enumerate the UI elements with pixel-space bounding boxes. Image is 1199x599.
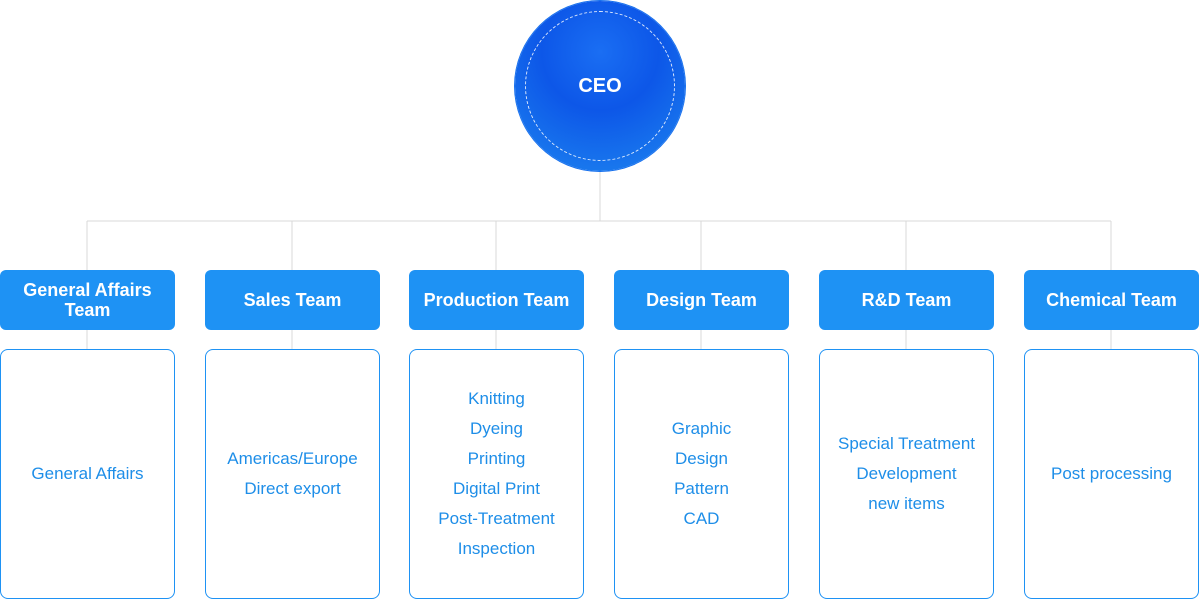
duty-item: Printing	[467, 449, 526, 468]
team-title: Chemical Team	[1024, 270, 1199, 330]
duty-item: Post-Treatment	[438, 509, 555, 528]
duty-item: Special Treatment	[837, 434, 975, 453]
team-duties-box: Americas/Europe Direct export	[205, 349, 380, 599]
duty-item: Pattern	[674, 479, 729, 498]
duty-item: Development	[856, 464, 957, 483]
team-title: Design Team	[614, 270, 789, 330]
duty-item: Post processing	[1051, 464, 1172, 483]
team-title: Sales Team	[205, 270, 380, 330]
team-duties-box: Post processing	[1024, 349, 1199, 599]
team-duties-box: Graphic Design Pattern CAD	[614, 349, 789, 599]
duty-item: Inspection	[457, 539, 536, 558]
team-duties-box: Knitting Dyeing Printing Digital Print P…	[409, 349, 584, 599]
duty-item: Design	[675, 449, 728, 468]
duty-item: General Affairs	[31, 464, 144, 483]
team-title: Production Team	[409, 270, 584, 330]
team-title: R&D Team	[819, 270, 994, 330]
ceo-label: CEO	[578, 74, 622, 97]
duty-item: Dyeing	[470, 419, 523, 438]
ceo-dashed-ring	[525, 11, 675, 161]
duty-item: new items	[868, 494, 945, 513]
ceo-node: CEO	[515, 1, 685, 171]
duty-item: Americas/Europe	[227, 449, 358, 468]
duty-item: Direct export	[244, 479, 341, 498]
team-duties-box: General Affairs	[0, 349, 175, 599]
duty-item: Graphic	[671, 419, 732, 438]
team-title: General Affairs Team	[0, 270, 175, 330]
duty-item: Digital Print	[453, 479, 540, 498]
duty-item: Knitting	[468, 389, 525, 408]
team-duties-box: Special Treatment Development new items	[819, 349, 994, 599]
duty-item: CAD	[683, 509, 720, 528]
